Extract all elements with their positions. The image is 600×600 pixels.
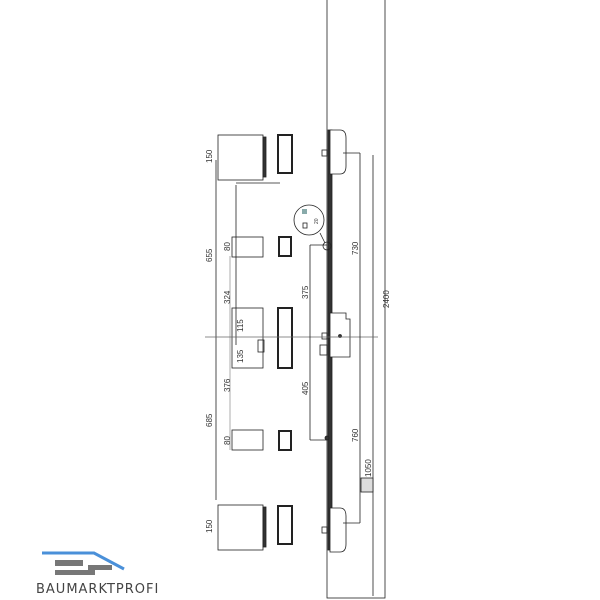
dim-label: 135	[236, 349, 245, 363]
detail-leader	[319, 232, 326, 244]
dim-label: 1050	[364, 459, 373, 477]
strike-plate-bottom	[277, 505, 293, 545]
dim-label: 2400	[382, 290, 391, 308]
strike-plate-center	[277, 307, 293, 369]
door-panel	[326, 0, 386, 599]
dim-label: 150	[205, 149, 214, 163]
handle-marker	[360, 477, 374, 493]
dim-label: 655	[205, 248, 214, 262]
dim-label: 115	[236, 319, 245, 332]
detail-part	[302, 209, 307, 214]
bottom-gear-bolt	[321, 526, 328, 534]
logo-brick	[55, 570, 95, 575]
dim-label: 375	[301, 285, 310, 299]
strike-keep-upper	[231, 236, 264, 258]
logo-text: BAUMARKTPROFI	[36, 582, 160, 597]
top-gear-bolt	[321, 149, 328, 157]
dim-label: 760	[351, 428, 360, 442]
detail-label: 20	[314, 218, 320, 224]
detail-box	[302, 222, 308, 229]
dim-label: 405	[301, 381, 310, 395]
main-lock-latch	[321, 332, 328, 340]
detail-circle	[293, 204, 325, 236]
strike-keep-top-edge	[262, 136, 267, 178]
dim-label: 376	[223, 378, 232, 392]
strike-plate-lower	[278, 430, 292, 451]
logo-brick	[55, 560, 83, 566]
dim-label: 80	[223, 436, 232, 445]
strike-keep-bottom-edge	[262, 506, 267, 548]
bottom-gear	[329, 507, 347, 553]
dim-label: 150	[205, 519, 214, 533]
strike-keep-top	[217, 134, 264, 181]
dim-label: 80	[223, 242, 232, 251]
dim-label: 730	[351, 241, 360, 255]
main-lock-bolt	[319, 344, 328, 356]
strike-keep-center-cutout	[257, 339, 265, 353]
strike-keep-bottom	[217, 504, 264, 551]
strike-plate-top	[277, 134, 293, 174]
dim-label: 324	[223, 290, 232, 304]
top-gear	[329, 129, 347, 175]
strike-keep-lower	[231, 429, 264, 451]
logo-roof	[42, 551, 125, 571]
logo-brick	[88, 565, 112, 570]
mushroom-pin-lower	[324, 435, 330, 441]
strike-keep-center	[231, 307, 264, 369]
mushroom-pin	[322, 241, 332, 251]
dim-label: 685	[205, 413, 214, 427]
strike-plate-upper	[278, 236, 292, 257]
